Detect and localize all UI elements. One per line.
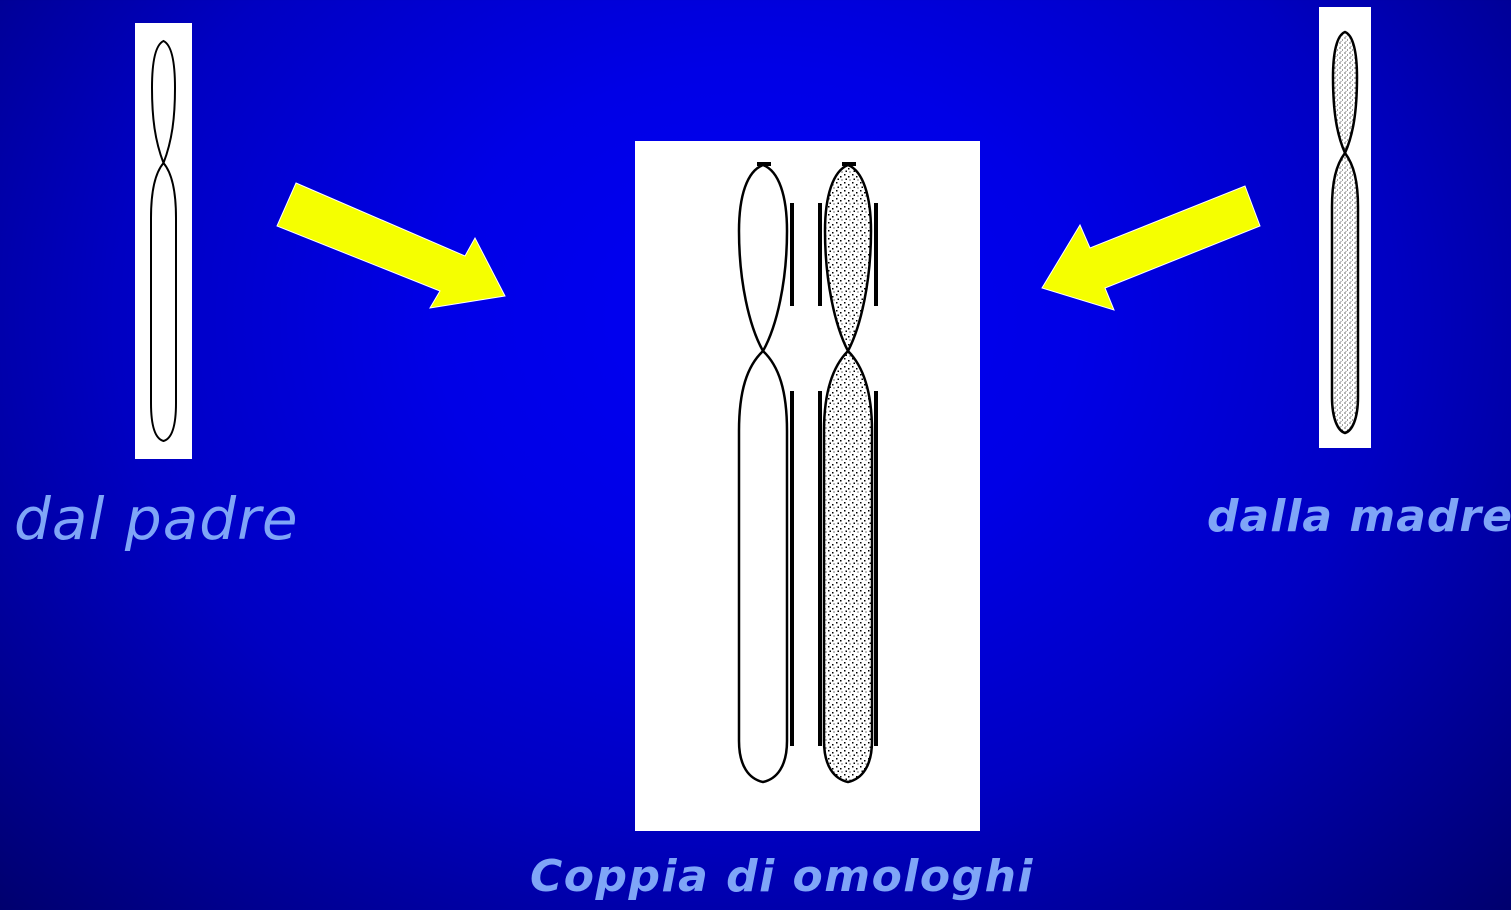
arrow-down-right-icon xyxy=(270,178,515,320)
homologous-pair-label: Coppia di omologhi xyxy=(530,855,1034,899)
maternal-chromosome-icon xyxy=(1319,7,1371,448)
maternal-chromatid xyxy=(820,164,876,782)
maternal-chromosome-panel xyxy=(1319,7,1371,448)
paternal-chromosome-panel xyxy=(135,23,192,459)
arrow-down-left-icon xyxy=(1035,178,1270,320)
maternal-label: dalla madre xyxy=(1207,495,1511,539)
paternal-chromatid xyxy=(739,164,792,782)
homologous-pair-icon xyxy=(635,141,980,831)
homologous-pair-panel xyxy=(635,141,980,831)
paternal-chromosome-icon xyxy=(135,23,192,459)
paternal-label: dal padre xyxy=(14,490,299,548)
